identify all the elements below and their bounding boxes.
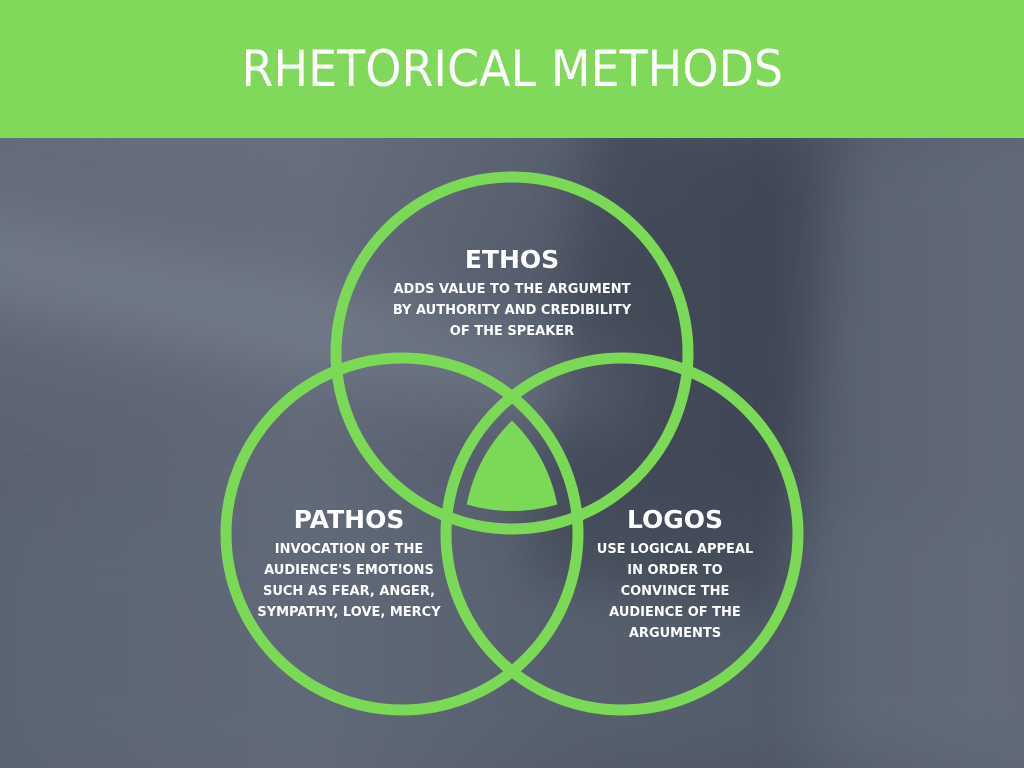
ethos-label: ETHOS ADDS VALUE TO THE ARGUMENT BY AUTH… [362, 245, 662, 342]
pathos-title: PATHOS [293, 505, 405, 534]
pathos-description: INVOCATION OF THE AUDIENCE'S EMOTIONS SU… [257, 542, 441, 620]
pathos-circle [220, 352, 584, 716]
page-title: RHETORICAL METHODS [241, 40, 783, 98]
logos-description: USE LOGICAL APPEAL IN ORDER TO CONVINCE … [596, 542, 754, 641]
ethos-description: ADDS VALUE TO THE ARGUMENT BY AUTHORITY … [392, 282, 632, 339]
logos-circle [440, 352, 804, 716]
pathos-label: PATHOS INVOCATION OF THE AUDIENCE'S EMOT… [238, 505, 460, 623]
logos-title: LOGOS [626, 505, 724, 534]
ethos-title: ETHOS [464, 245, 560, 274]
ethos-circle [330, 171, 694, 535]
background-photo [0, 138, 1024, 768]
logos-label: LOGOS USE LOGICAL APPEAL IN ORDER TO CON… [580, 505, 770, 644]
header-banner: RHETORICAL METHODS [0, 0, 1024, 138]
